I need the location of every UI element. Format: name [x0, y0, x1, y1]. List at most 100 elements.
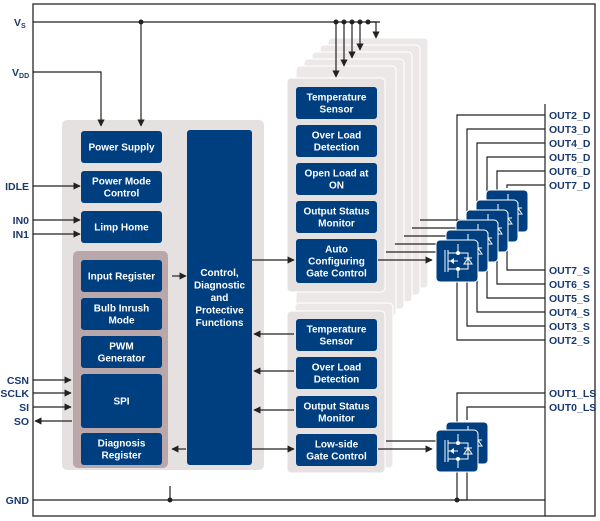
- ls-mosfet: [435, 429, 479, 473]
- pin-out4-d: OUT4_D: [549, 138, 591, 150]
- pin-si: SI: [19, 402, 29, 414]
- pwm-generator-block-label: Generator: [98, 354, 146, 365]
- power-supply-block-label: Power Supply: [88, 143, 155, 154]
- power-mode-control-block-box: [81, 171, 162, 203]
- ls-overload-detection-label: Over Load: [312, 363, 361, 374]
- hs-mosfet: [435, 239, 479, 283]
- hs-open-load-box: [296, 163, 377, 195]
- hs-gate-control-box: [296, 239, 377, 283]
- center-label-line: Diagnostic: [194, 281, 246, 292]
- pin-out3-s: OUT3_S: [549, 321, 590, 333]
- ls-gate-control-label: Low-side: [315, 440, 359, 451]
- center-label-line: and: [211, 293, 229, 304]
- hs-temperature-sensor-box: [296, 87, 377, 119]
- mosfet-array: [435, 189, 529, 473]
- power-mode-control-block-label: Control: [104, 189, 140, 200]
- pin-out0-ls: OUT0_LS: [549, 402, 596, 414]
- ls-overload-detection-label: Detection: [314, 375, 360, 386]
- power-supply-block: Power Supply: [81, 131, 162, 163]
- bulb-inrush-block-label: Bulb Inrush: [94, 304, 150, 315]
- bulb-inrush-block-box: [81, 298, 162, 330]
- pin-out5-s: OUT5_S: [549, 293, 590, 305]
- pin-in0: IN0: [13, 215, 30, 227]
- pwm-generator-block-label: PWM: [109, 342, 133, 353]
- spi-block-label: SPI: [113, 397, 129, 408]
- diagnosis-register-block-label: Diagnosis: [98, 439, 146, 450]
- pwm-generator-block-box: [81, 336, 162, 368]
- pin-out2-d: OUT2_D: [549, 110, 591, 122]
- pin-out2-s: OUT2_S: [549, 335, 590, 347]
- pin-out6-d: OUT6_D: [549, 166, 591, 178]
- wires: [33, 19, 546, 516]
- diagnosis-register-block-box: [81, 433, 162, 465]
- hs-overload-detection-box: [296, 125, 377, 157]
- power-supply-block-box: [81, 131, 162, 163]
- limp-home-block-box: [81, 211, 162, 243]
- power-mode-control-block-label: Power Mode: [92, 177, 151, 188]
- pin-out6-s: OUT6_S: [549, 279, 590, 291]
- bulb-inrush-block-label: Mode: [108, 316, 135, 327]
- hs-temperature-sensor-label: Temperature: [307, 93, 367, 104]
- pin-vs: VS: [14, 17, 26, 30]
- pin-out7-s: OUT7_S: [549, 265, 590, 277]
- hs-output-status-label: Output Status: [303, 207, 370, 218]
- limp-home-block: Limp Home: [81, 211, 162, 243]
- input-register-block: Input Register: [81, 260, 162, 292]
- center-label-line: Protective: [195, 306, 244, 317]
- spi-block-box: [81, 374, 162, 428]
- pin-out1-ls: OUT1_LS: [549, 388, 596, 400]
- ls-temperature-sensor-box: [296, 319, 377, 351]
- pin-so: SO: [14, 416, 29, 428]
- center-label-line: Control,: [200, 268, 239, 279]
- hs-overload-detection-label: Detection: [314, 143, 360, 154]
- pin-out3-d: OUT3_D: [549, 124, 591, 136]
- chip-boundary: [32, 3, 596, 517]
- hs-overload-detection-label: Over Load: [312, 131, 361, 142]
- hs-open-load-label: ON: [329, 181, 344, 192]
- hs-gate-control-label: Auto: [325, 245, 348, 256]
- diagnosis-register-block-label: Register: [101, 451, 141, 462]
- pin-out7-d: OUT7_D: [549, 180, 591, 192]
- ls-gate-control-box: [296, 434, 377, 466]
- hs-open-load-label: Open Load at: [305, 169, 370, 180]
- ls-temperature-sensor-label: Sensor: [320, 337, 354, 348]
- ls-temperature-sensor-label: Temperature: [307, 325, 367, 336]
- input-register-block-label: Input Register: [88, 272, 155, 283]
- pin-idle: IDLE: [5, 181, 29, 193]
- pin-gnd: GND: [6, 495, 30, 507]
- ls-output-status-label: Monitor: [318, 414, 355, 425]
- ls-output-status-box: [296, 396, 377, 428]
- ls-overload-detection-box: [296, 357, 377, 389]
- pin-csn: CSN: [7, 375, 29, 387]
- hs-temperature-sensor-label: Sensor: [320, 105, 354, 116]
- hs-gate-control-label: Gate Control: [306, 269, 367, 280]
- hs-gate-control-label: Configuring: [308, 257, 365, 268]
- pin-in1: IN1: [13, 229, 30, 241]
- pin-out5-d: OUT5_D: [549, 152, 591, 164]
- control-diagnostic-block: [187, 130, 252, 465]
- limp-home-block-label: Limp Home: [94, 223, 149, 234]
- hs-output-status-box: [296, 201, 377, 233]
- ls-gate-control-label: Gate Control: [306, 452, 367, 463]
- hs-output-status-label: Monitor: [318, 219, 355, 230]
- spi-block: SPI: [81, 374, 162, 428]
- pin-out4-s: OUT4_S: [549, 307, 590, 319]
- ls-output-status-label: Output Status: [303, 402, 370, 413]
